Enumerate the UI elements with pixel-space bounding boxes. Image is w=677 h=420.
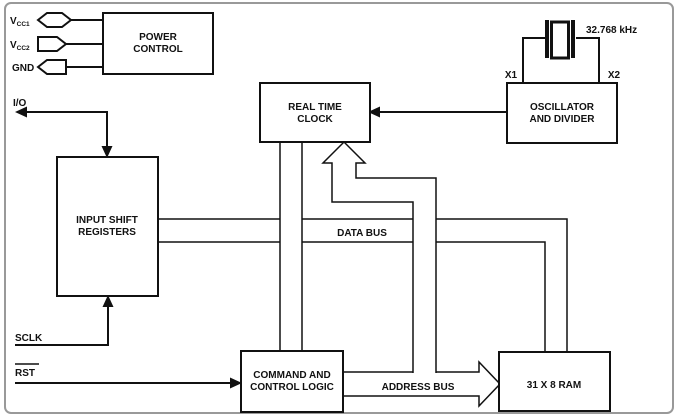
arrowhead-into-rtc bbox=[368, 106, 380, 118]
x2-label: X2 bbox=[608, 70, 621, 81]
command-control-logic-block bbox=[240, 350, 344, 413]
signal-wires bbox=[15, 19, 600, 384]
data-bus-top-3-into-ram bbox=[436, 218, 568, 352]
real-time-clock-block bbox=[259, 82, 371, 143]
power-control-label-1: POWER bbox=[139, 32, 178, 43]
crystal-x1-wire bbox=[522, 37, 546, 83]
data-bus-bottom-3-into-ram bbox=[436, 241, 546, 352]
gnd-pin-symbol bbox=[36, 59, 67, 75]
pin-labels: VCC1 VCC2 GND I/O SCLK RST X1 X2 32.768 … bbox=[10, 16, 637, 379]
data-bus-label: DATA BUS bbox=[337, 228, 387, 239]
arrowhead-io-down bbox=[101, 146, 113, 158]
rtc-label-1: REAL TIME bbox=[288, 102, 342, 113]
io-label: I/O bbox=[13, 98, 27, 109]
command-label-1: COMMAND AND bbox=[253, 370, 330, 381]
power-control-block bbox=[102, 12, 214, 75]
input-shift-registers-block bbox=[56, 156, 159, 297]
sclk-label: SCLK bbox=[15, 333, 43, 344]
crystal-right-plate bbox=[571, 20, 575, 58]
ram-label: 31 X 8 RAM bbox=[527, 380, 581, 391]
oscillator-label-2: AND DIVIDER bbox=[529, 114, 595, 125]
power-control-label-2: CONTROL bbox=[133, 44, 182, 55]
gnd-label: GND bbox=[12, 63, 34, 74]
crystal-x2-wire bbox=[576, 37, 600, 83]
vcc1-label: VCC1 bbox=[10, 16, 30, 28]
vcc2-pin-symbol bbox=[37, 36, 68, 52]
bus-labels: DATA BUS ADDRESS BUS bbox=[337, 228, 455, 393]
x1-label: X1 bbox=[505, 70, 518, 81]
vcc1-pin-symbol bbox=[36, 12, 73, 28]
isr-label-2: REGISTERS bbox=[78, 227, 136, 238]
oscillator-label-1: OSCILLATOR bbox=[530, 102, 595, 113]
crystal-frequency-label: 32.768 kHz bbox=[586, 25, 637, 36]
pin-symbols bbox=[36, 12, 73, 75]
isr-label-1: INPUT SHIFT bbox=[76, 215, 138, 226]
crystal-body bbox=[550, 20, 570, 60]
rtc-label-2: CLOCK bbox=[297, 114, 333, 125]
arrowheads bbox=[15, 106, 380, 389]
vcc2-label: VCC2 bbox=[10, 40, 30, 52]
block-labels: POWER CONTROL REAL TIME CLOCK OSCILLATOR… bbox=[76, 32, 595, 393]
arrowhead-io-left bbox=[15, 106, 27, 118]
io-wire bbox=[26, 111, 108, 150]
command-label-2: CONTROL LOGIC bbox=[250, 382, 334, 393]
oscillator-divider-block bbox=[506, 82, 618, 144]
rst-label: RST bbox=[15, 368, 35, 379]
ram-block bbox=[498, 351, 611, 412]
arrowhead-rst-right bbox=[230, 377, 242, 389]
crystal-left-plate bbox=[545, 20, 549, 58]
blocks bbox=[56, 12, 618, 413]
crystal-symbol bbox=[545, 20, 575, 60]
address-bus-label: ADDRESS BUS bbox=[382, 382, 455, 393]
arrowhead-sclk-up bbox=[102, 295, 114, 307]
sclk-wire bbox=[15, 304, 109, 346]
